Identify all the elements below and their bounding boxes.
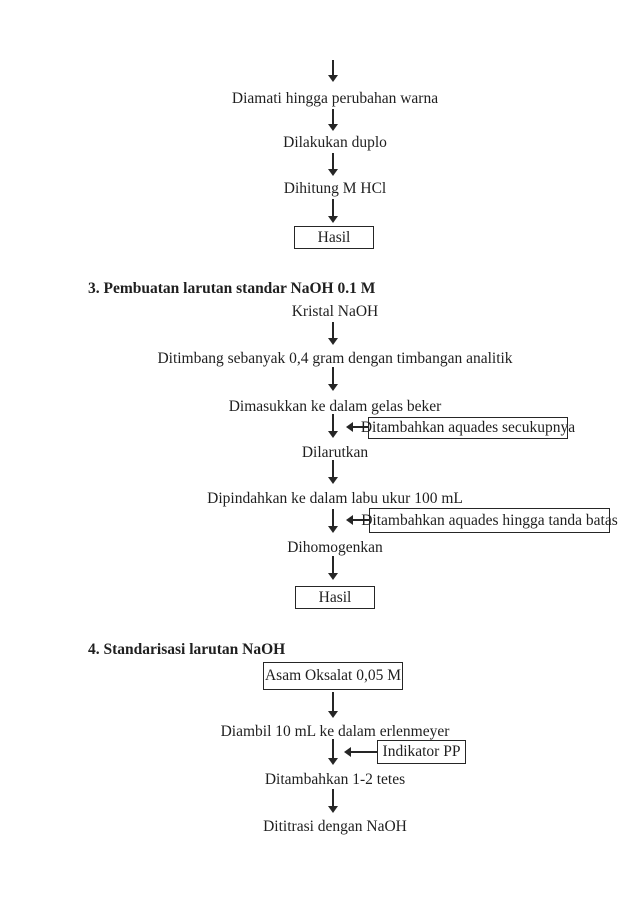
side-note-box: Ditambahkan aquades hingga tanda batas (361, 508, 618, 533)
flow-arrow-down (332, 322, 334, 338)
flow-step-label: Dihomogenkan (287, 539, 383, 556)
flow-arrow-down (332, 414, 334, 431)
result-box: Hasil (295, 586, 375, 609)
flow-arrow-down (332, 109, 334, 124)
flow-start-label: Kristal NaOH (291, 303, 379, 320)
side-note-box: Indikator PP (377, 740, 466, 764)
flow-arrow-down (332, 789, 334, 806)
flow-step-label: Dilarutkan (301, 444, 369, 461)
flow-step-label: Ditambahkan 1-2 tetes (264, 771, 406, 788)
flow-step-label: Dihitung M HCl (283, 180, 387, 197)
flow-arrow-left (351, 751, 377, 753)
flow-arrow-down (332, 739, 334, 758)
flow-arrow-down (332, 199, 334, 216)
section-3-heading: 3. Pembuatan larutan standar NaOH 0.1 M (88, 280, 376, 297)
flow-arrow-down (332, 367, 334, 384)
side-note-box: Ditambahkan aquades secukupnya (361, 417, 575, 439)
flow-step-label: Dititrasi dengan NaOH (263, 818, 407, 835)
section-4-heading: 4. Standarisasi larutan NaOH (88, 641, 286, 658)
flow-step-label: Diamati hingga perubahan warna (231, 90, 439, 107)
flow-step-label: Dilakukan duplo (283, 134, 387, 151)
flow-arrow-down (332, 692, 334, 711)
flow-step-label: Dimasukkan ke dalam gelas beker (228, 398, 442, 415)
flow-arrow-down (332, 60, 334, 75)
result-box: Hasil (294, 226, 374, 249)
flow-step-label: Ditimbang sebanyak 0,4 gram dengan timba… (157, 350, 513, 367)
flow-arrow-down (332, 556, 334, 573)
reagent-box: Asam Oksalat 0,05 M (263, 662, 403, 690)
flow-arrow-down (332, 460, 334, 477)
flow-arrow-left (353, 426, 368, 428)
flow-step-label: Diambil 10 mL ke dalam erlenmeyer (220, 723, 450, 740)
flow-arrow-down (332, 153, 334, 169)
flow-arrow-left (353, 519, 369, 521)
flow-step-label: Dipindahkan ke dalam labu ukur 100 mL (207, 490, 463, 507)
flow-arrow-down (332, 509, 334, 526)
